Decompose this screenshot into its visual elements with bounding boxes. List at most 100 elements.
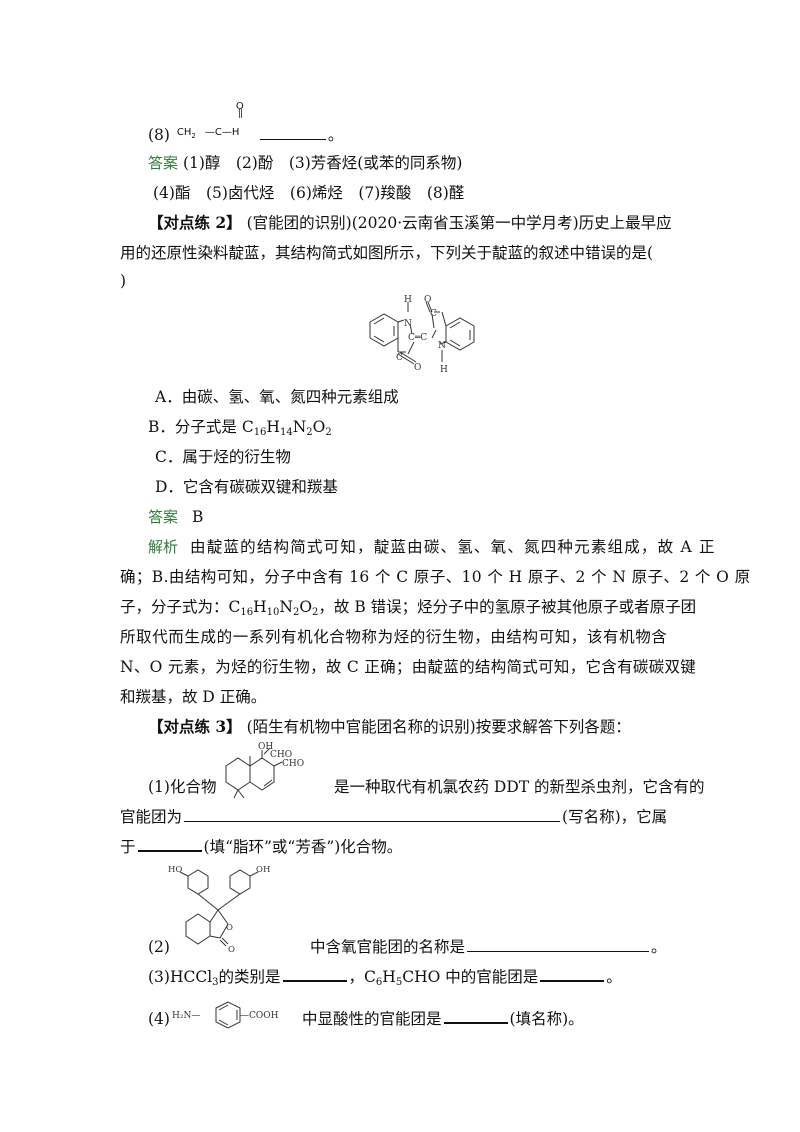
- explanation-text4: 所取代而生成的一系列有机化合物称为烃的衍生物，由结构可知，该有机物含: [120, 628, 668, 646]
- answer2-value: B: [192, 508, 204, 526]
- aldehyde-o: O: [235, 101, 244, 112]
- q1-line3: 于(填“脂环”或“芳香”)化合物。: [120, 836, 402, 858]
- option-b-sub14: 14: [279, 427, 293, 438]
- decalin-aldehyde-structure: OH CHO CHO: [225, 742, 304, 799]
- q2-answer-blank[interactable]: [467, 937, 650, 952]
- q3-line: (3)HCCl3的类别是，C6H5CHO 中的官能团是。: [148, 966, 622, 994]
- aldehyde-structure: O CH2 —C—H: [175, 101, 253, 140]
- q2-end: 。: [651, 938, 667, 956]
- q3-end: 。: [606, 968, 622, 986]
- indigo-o-bottom: O: [414, 363, 421, 373]
- option-a-text: A．由碳、氢、氧、氮四种元素组成: [155, 388, 399, 406]
- answer2-tag: 答案: [148, 508, 179, 526]
- answer1-text1: (1)醇 (2)酚 (3)芳香烃(或苯的同系物): [178, 154, 463, 172]
- q2-oh-right: OH: [256, 865, 270, 875]
- q3-hccl: (3)HCCl: [148, 968, 213, 986]
- q8-label: (8): [148, 126, 170, 144]
- q1-l2-prefix: 官能团为: [120, 808, 183, 826]
- aldehyde-chain: —C—H: [204, 127, 240, 138]
- exp-sub10: 10: [266, 607, 280, 618]
- q1-prefix: (1)化合物: [148, 778, 217, 796]
- indigo-o-top: O: [424, 295, 431, 305]
- q4-line: (4): [148, 1008, 170, 1030]
- ex2-line1: 【对点练 2】 (官能团的识别)(2020·云南省玉溪第一中学月考)历史上最早应: [148, 212, 672, 234]
- ex3-title: (陌生有机物中官能团名称的识别)按要求解答下列各题：: [241, 718, 631, 736]
- option-d: D．它含有碳碳双键和羰基: [155, 476, 338, 498]
- exp-sub16: 16: [240, 607, 254, 618]
- indigo-h-top: H: [404, 295, 412, 305]
- exp-o: O: [299, 598, 313, 616]
- q2-line-text: 中含氧官能团的名称是。: [310, 936, 667, 958]
- q1-description: 是一种取代有机氯农药 DDT 的新型杀虫剂，它含有的: [334, 778, 705, 796]
- q2-o-keto: O: [228, 945, 235, 954]
- explanation-text5: N、O 元素，为烃的衍生物，故 C 正确；由靛蓝的结构简式可知，它含有碳碳双键: [120, 658, 697, 676]
- q1-cho2: CHO: [282, 759, 304, 769]
- indigo-structure: H N O C C═C N C O H: [369, 295, 475, 375]
- answer1-text2: (4)酯 (5)卤代烃 (6)烯烃 (7)羧酸 (8)醛: [153, 184, 465, 202]
- explanation-text3-post: ，故 B 错误；烃分子中的氢原子被其他原子或者原子团: [318, 598, 697, 616]
- q1-oh: OH: [258, 742, 273, 752]
- q8-answer-blank[interactable]: [259, 125, 326, 140]
- option-b: B．分子式是 C16H14N2O2: [148, 416, 332, 444]
- q1-line1: (1)化合物: [148, 776, 216, 798]
- indigo-c-bottom: C: [396, 353, 403, 363]
- ex3-tag: 【对点练 3】: [148, 717, 242, 736]
- explanation-tag: 解析: [148, 538, 179, 556]
- explanation-text1: 由靛蓝的结构简式可知，靛蓝由碳、氢、氧、氮四种元素组成，故 A 正: [190, 538, 716, 556]
- indigo-cc-double: C═C: [408, 333, 427, 343]
- aldehyde-double-bond: [238, 108, 241, 118]
- option-b-prefix: B．分子式是 C: [148, 418, 254, 436]
- ex3-title-line: 【对点练 3】 (陌生有机物中官能团名称的识别)按要求解答下列各题：: [148, 716, 631, 738]
- aldehyde-double-bond-2: [240, 108, 243, 118]
- q3-group-blank[interactable]: [540, 966, 605, 982]
- ex2-line3: ): [120, 270, 126, 292]
- option-b-n: N: [292, 418, 307, 436]
- q2-line: (2): [148, 936, 170, 958]
- q3-h: H: [382, 968, 396, 986]
- q3-sub5: 5: [395, 977, 403, 988]
- answer-tag: 答案: [148, 154, 179, 172]
- exp-sub2a: 2: [292, 607, 300, 618]
- q4-answer-blank[interactable]: [443, 1008, 508, 1024]
- q3-sub3: 3: [212, 977, 219, 988]
- option-b-sub2b: 2: [325, 427, 332, 438]
- indigo-n-left: N: [404, 319, 412, 329]
- ex2-tag: 【对点练 2】: [148, 213, 242, 232]
- option-d-text: D．它含有碳碳双键和羰基: [155, 478, 338, 496]
- q1-functional-group-blank[interactable]: [184, 807, 561, 822]
- explanation-line2: 确；B.由结构可知，分子中含有 16 个 C 原子、10 个 H 原子、2 个 …: [120, 566, 751, 588]
- answer1-line1: 答案 (1)醇 (2)酚 (3)芳香烃(或苯的同系物): [148, 152, 462, 174]
- exp-sub2b: 2: [312, 607, 319, 618]
- explanation-text2: 确；B.由结构可知，分子中含有 16 个 C 原子、10 个 H 原子、2 个 …: [120, 568, 751, 586]
- option-c: C．属于烃的衍生物: [155, 446, 291, 468]
- explanation-text3-pre: 子，分子式为：C: [120, 598, 241, 616]
- indigo-n-right: N: [438, 341, 446, 351]
- q2-label: (2): [148, 938, 170, 956]
- answer2-line: 答案 B: [148, 506, 203, 528]
- q3-sub6: 6: [375, 977, 383, 988]
- q8-line: (8) O CH2 —C—H 。: [148, 101, 344, 146]
- answer1-line2: (4)酯 (5)卤代烃 (6)烯烃 (7)羧酸 (8)醛: [153, 182, 464, 204]
- q3-cho-text: CHO 中的官能团是: [402, 968, 539, 986]
- explanation-line1: 解析由靛蓝的结构简式可知，靛蓝由碳、氢、氧、氮四种元素组成，故 A 正: [148, 536, 714, 558]
- q4-end: (填名称)。: [509, 1010, 584, 1028]
- option-b-h: H: [266, 418, 280, 436]
- q2-ho-left: HO: [168, 865, 182, 875]
- phenolphthalein-structure: HO OH O O: [168, 865, 270, 954]
- option-b-sub2a: 2: [306, 427, 313, 438]
- q1-compound-type-blank[interactable]: [137, 836, 202, 852]
- aminobenzoic-acid-structure: H₂N— —COOH: [172, 1001, 279, 1029]
- q1-l3-prefix: 于: [120, 838, 136, 856]
- aldehyde-ch2: CH2: [176, 127, 196, 140]
- ex2-text3: ): [120, 272, 127, 290]
- ex2-text1: (官能团的识别)(2020·云南省玉溪第一中学月考)历史上最早应: [241, 214, 672, 232]
- q3-category-blank[interactable]: [282, 966, 347, 982]
- q2-o-ring: O: [226, 923, 233, 933]
- explanation-line6: 和羰基，故 D 正确。: [120, 686, 266, 708]
- exp-n: N: [279, 598, 293, 616]
- q4-text: 中显酸性的官能团是: [302, 1010, 442, 1028]
- q8-end: 。: [327, 126, 344, 144]
- explanation-line3: 子，分子式为：C16H10N2O2，故 B 错误；烃分子中的氢原子被其他原子或者…: [120, 596, 696, 624]
- q1-line2: 官能团为(写名称)，它属: [120, 806, 667, 828]
- q4-label: (4): [148, 1010, 170, 1028]
